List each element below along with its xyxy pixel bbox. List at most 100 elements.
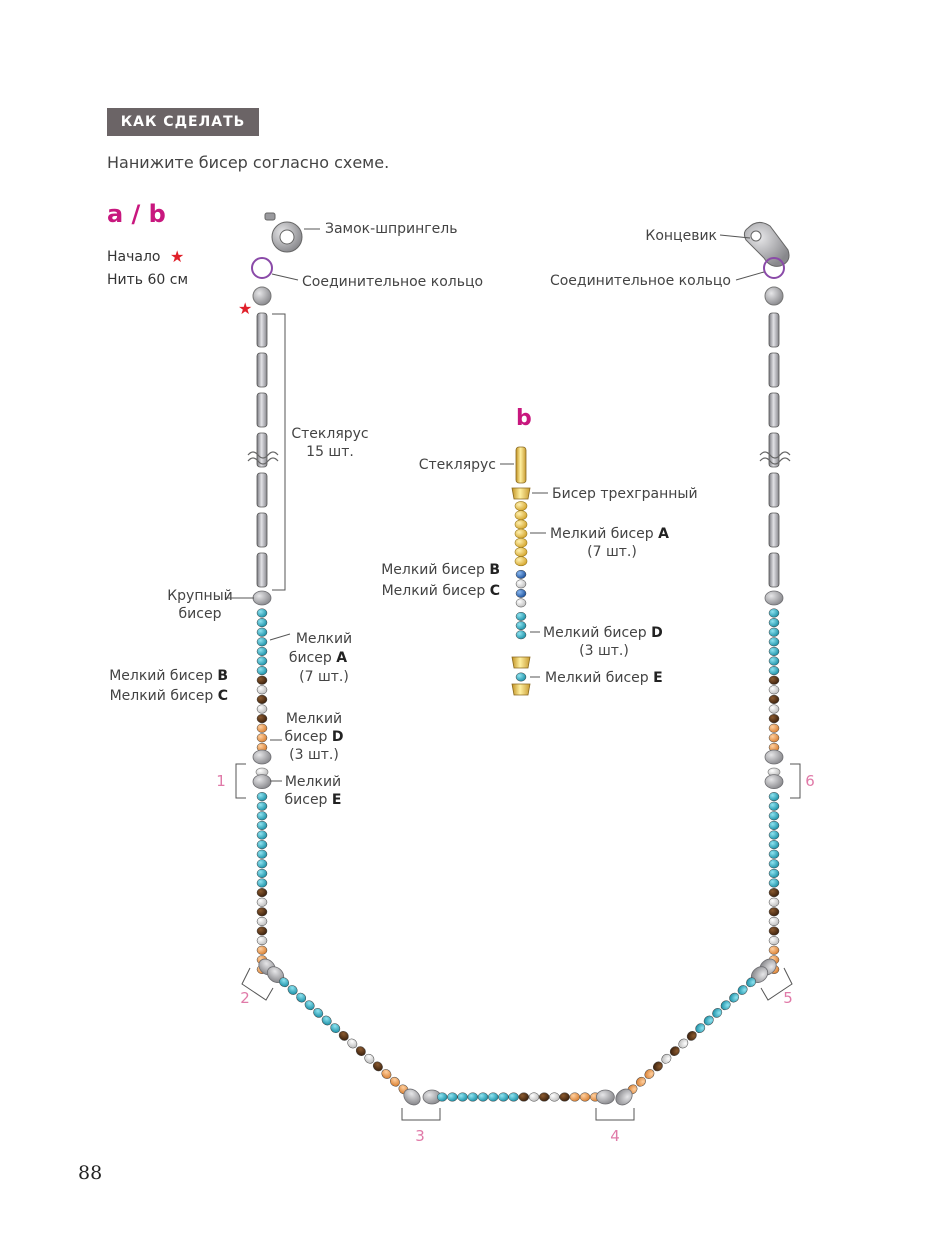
seed-bead-a [768,811,780,821]
seed-bead-a [768,830,780,840]
section-label: a / b [107,200,166,228]
seed-bead-c [256,685,268,695]
seed-bead-a [768,637,780,647]
crimp-bead-right [764,286,784,306]
large-bead [403,1088,421,1106]
seed-bead-a [477,1092,489,1102]
seed-bead-c [256,916,268,926]
detail-seed-bead-a [514,510,528,521]
detail-seed-d-letter: D [651,625,663,641]
seed-bead-d [381,1069,392,1079]
group-label-3: 3 [415,1127,425,1145]
detail-seed-bead-d [515,611,527,621]
seed-bead-a [256,666,268,676]
seed-bead-c [768,916,780,926]
detail-seed-bead-a [514,547,528,557]
seed-bead-a [768,627,780,637]
intro-text: Нанижите бисер согласно схеме. [107,153,390,172]
seed-bead-d [389,1076,400,1087]
detail-seed-bead-a [514,528,528,539]
detail-label: b [516,406,532,431]
clasp-label: Замок-шпрингель [325,221,457,237]
ring-right-leader [735,271,765,281]
seed-a-label-line1: Мелкий [296,631,352,647]
detail-seed-c-text: Мелкий бисер [382,583,486,599]
seed-bead-b [768,675,780,685]
ring-left-leader [271,273,299,281]
group-label-2: 2 [240,989,250,1007]
end-tip [743,222,790,267]
seed-bead-a [256,618,268,628]
detail-seed-e-text: Мелкий бисер [545,670,649,686]
seed-bead-b [256,714,268,724]
detail-seed-a-count: (7 шт.) [587,544,637,560]
seed-bead-a [256,840,268,850]
seed-e-letter: E [332,792,342,808]
seed-bead-b [686,1030,697,1041]
detail-seed-bead-a [514,501,528,511]
seed-bead-a [256,646,268,656]
seed-bead-a [768,849,780,859]
seed-bead-b [768,926,780,936]
seed-a-leader [269,633,291,641]
group-bracket-5 [760,967,793,1001]
detail-seed-d-count: (3 шт.) [579,643,629,659]
seed-bead-a [256,811,268,821]
seed-bead-a [768,656,780,666]
seed-bead-a [256,868,268,878]
seed-bead-a [712,1008,723,1018]
bugle-bead [768,352,780,388]
seed-bead-d [569,1092,581,1102]
crimp-bead-left [252,286,272,306]
jump-ring-right-label: Соединительное кольцо [550,273,731,289]
seed-bead-b [768,888,780,898]
bugle-count-label: 15 шт. [306,444,354,460]
seed-bead-a [256,627,268,637]
seed-bead-c [256,936,268,946]
seed-bead-a [256,859,268,869]
seed-b-label: Мелкий бисер B [109,668,228,684]
detail-seed-e-letter: E [653,670,663,686]
seed-bead-d [579,1092,591,1102]
seed-bead-b [256,888,268,898]
seed-bead-d [768,733,780,743]
seed-bead-a [768,646,780,656]
group-label-1: 1 [216,772,226,790]
detail-seed-bead-b [515,569,527,579]
bugle-bead [256,432,268,468]
jump-ring-left-label: Соединительное кольцо [302,274,483,290]
seed-bead-a [768,868,780,878]
seed-bead-a [256,830,268,840]
seed-c-label: Мелкий бисер C [110,688,228,704]
seed-bead-b [338,1030,349,1041]
seed-e-label-line2: бисер E [285,792,342,808]
seed-d-label-line1: Мелкий [286,711,342,727]
seed-bead-a [703,1015,714,1026]
detail-seed-e-label: Мелкий бисер E [545,670,663,686]
detail-seed-b-text: Мелкий бисер [381,562,485,578]
large-bead [252,774,272,789]
seed-bead-d [644,1069,655,1079]
seed-bead-c [768,704,780,714]
seed-bead-a [737,985,748,995]
seed-bead-a [768,666,780,676]
seed-bead-a [256,608,268,618]
seed-bead-a [467,1092,479,1102]
seed-bead-a [279,977,290,988]
seed-a-count: (7 шт.) [299,669,349,685]
seed-c-letter: C [218,688,228,704]
seed-bead-a [256,849,268,859]
bugle-bead [256,312,268,348]
detail-seed-bead-c [515,598,527,608]
seed-bead-b [669,1046,680,1056]
jump-ring-left [251,257,273,279]
bugle-bead [768,552,780,588]
page-number: 88 [78,1162,103,1184]
seed-bead-a [768,608,780,618]
seed-bead-a [508,1092,519,1102]
seed-d-count: (3 шт.) [289,747,339,763]
detail-seed-d-text: Мелкий бисер [543,625,647,641]
detail-seed-bead-b [515,588,527,598]
detail-triangle-label: Бисер трехгранный [552,486,698,502]
detail-seed-bead-a [514,556,528,567]
